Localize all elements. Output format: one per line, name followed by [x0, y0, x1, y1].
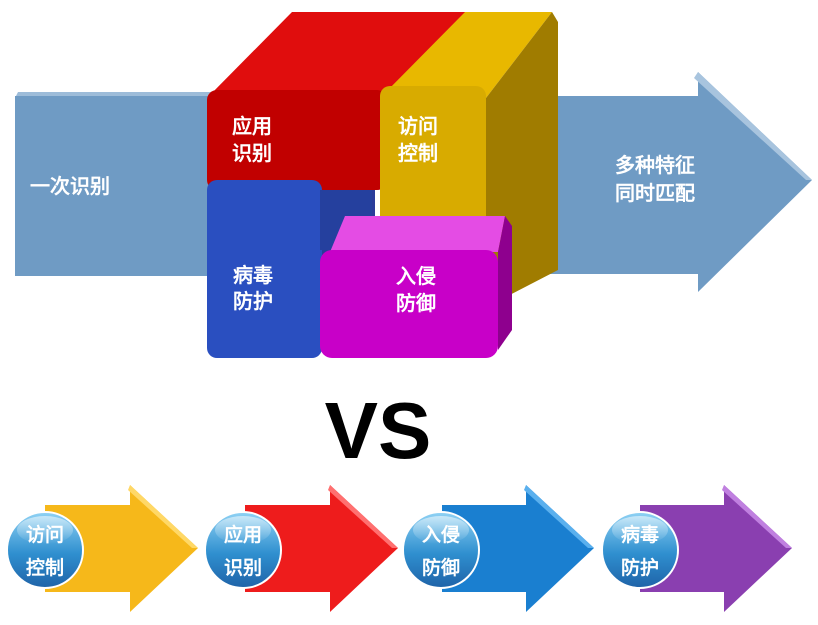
bottom-arrow-2	[245, 485, 398, 612]
bottom-label-4-line-2: 防护	[621, 556, 659, 579]
bottom-label-3-line-2: 防御	[422, 556, 460, 579]
bottom-label-2-line-2: 识别	[224, 557, 262, 579]
access-block-line-2: 控制	[398, 141, 438, 165]
bottom-circle-1	[6, 511, 84, 589]
access-block	[380, 86, 486, 236]
virus-block	[207, 180, 322, 358]
app-block	[207, 90, 387, 190]
bottom-label-1-line-1: 访问	[26, 523, 64, 546]
vs-text: VS	[325, 386, 432, 475]
bottom-circle-4	[601, 511, 679, 589]
bottom-arrow-1	[45, 485, 198, 612]
bottom-circle-3	[402, 511, 480, 589]
access-block-line-1: 访问	[398, 114, 438, 138]
intrusion-block-line-1: 入侵	[396, 264, 436, 288]
intrusion-block	[320, 250, 498, 358]
bottom-label-4-line-1: 病毒	[621, 523, 659, 546]
app-block-line-2: 识别	[232, 141, 272, 165]
virus-block-line-2: 防护	[233, 289, 273, 313]
bottom-arrow-4	[640, 485, 792, 612]
app-block-line-1: 应用	[232, 114, 272, 138]
bottom-label-1-line-2: 控制	[26, 556, 64, 579]
bottom-label-3-line-1: 入侵	[422, 523, 460, 546]
intrusion-block-line-2: 防御	[396, 291, 436, 315]
right-arrow-line-1: 多种特征	[615, 153, 695, 177]
virus-block-line-1: 病毒	[233, 263, 273, 287]
bottom-arrow-3	[442, 485, 594, 612]
left-arrow	[15, 92, 227, 276]
bottom-circle-2	[204, 511, 282, 589]
block-cluster	[207, 12, 558, 358]
right-arrow-line-2: 同时匹配	[615, 181, 695, 205]
right-arrow	[528, 72, 812, 292]
left-arrow-text: 一次识别	[30, 174, 110, 198]
bottom-label-2-line-1: 应用	[224, 523, 262, 546]
